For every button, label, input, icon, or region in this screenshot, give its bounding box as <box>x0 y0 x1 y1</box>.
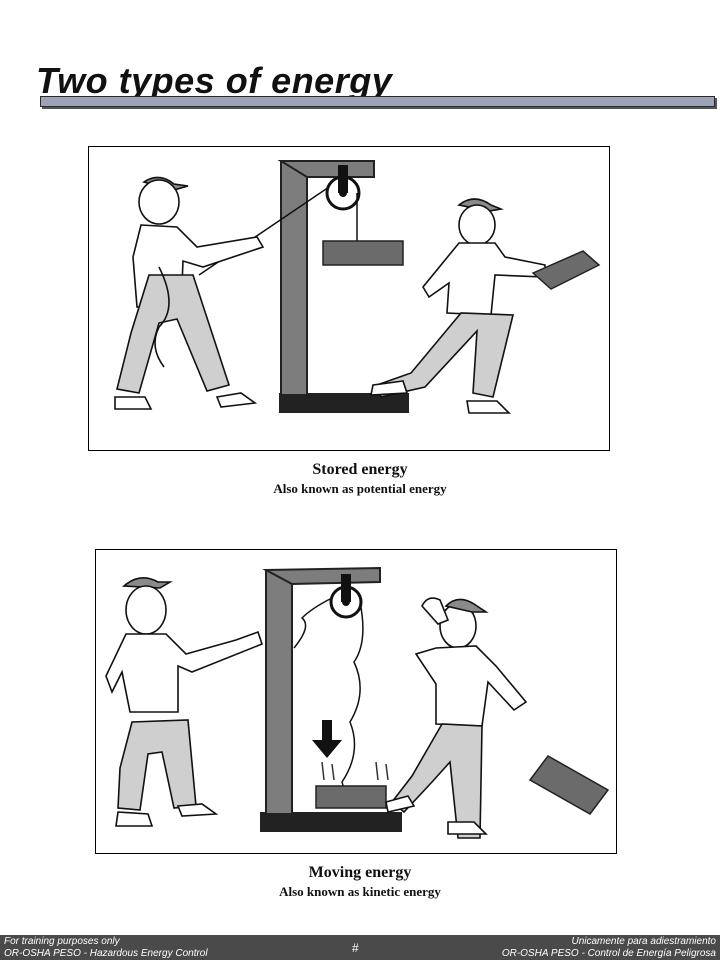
footer-right-line1: Unicamente para adiestramiento <box>571 936 716 947</box>
footer-left-line1: For training purposes only <box>4 936 120 947</box>
worker-right <box>385 597 528 839</box>
illustration-stored-energy <box>88 146 610 451</box>
footer-left-line2: OR-OSHA PESO - Hazardous Energy Control <box>4 948 208 959</box>
suspended-block <box>322 240 404 266</box>
frame-post <box>265 569 293 815</box>
moving-energy-drawing <box>105 566 610 839</box>
frame-base <box>260 812 402 832</box>
illustration-moving-energy <box>95 549 617 854</box>
caption-title: Stored energy <box>312 461 408 478</box>
down-arrow-icon <box>312 720 342 758</box>
caption-title: Moving energy <box>308 864 412 881</box>
worker-left <box>105 577 263 827</box>
tumbling-block <box>528 755 610 815</box>
footer-left: For training purposes only OR-OSHA PESO … <box>4 936 208 960</box>
stored-energy-drawing <box>114 160 601 414</box>
footer-bar: For training purposes only OR-OSHA PESO … <box>0 935 720 960</box>
caption-subtitle: Also known as kinetic energy <box>279 884 441 899</box>
worker-left <box>114 176 265 410</box>
carried-block <box>531 250 601 290</box>
frame-base <box>279 393 409 413</box>
footer-right-line2: OR-OSHA PESO - Control de Energía Peligr… <box>501 948 716 959</box>
caption-stored-energy: Stored energy Also known as potential en… <box>0 461 720 497</box>
page-number: # <box>352 941 359 955</box>
worker-right <box>370 198 546 414</box>
frame-arm <box>277 160 375 178</box>
frame-post <box>280 160 308 396</box>
caption-moving-energy: Moving energy Also known as kinetic ener… <box>0 864 720 900</box>
title-underline-bar <box>40 96 715 107</box>
frame-arm <box>262 566 381 586</box>
footer-right: Unicamente para adiestramiento OR-OSHA P… <box>502 936 716 960</box>
slide-title: Two types of energy <box>36 60 393 101</box>
caption-subtitle: Also known as potential energy <box>273 481 447 496</box>
falling-block <box>315 785 387 809</box>
